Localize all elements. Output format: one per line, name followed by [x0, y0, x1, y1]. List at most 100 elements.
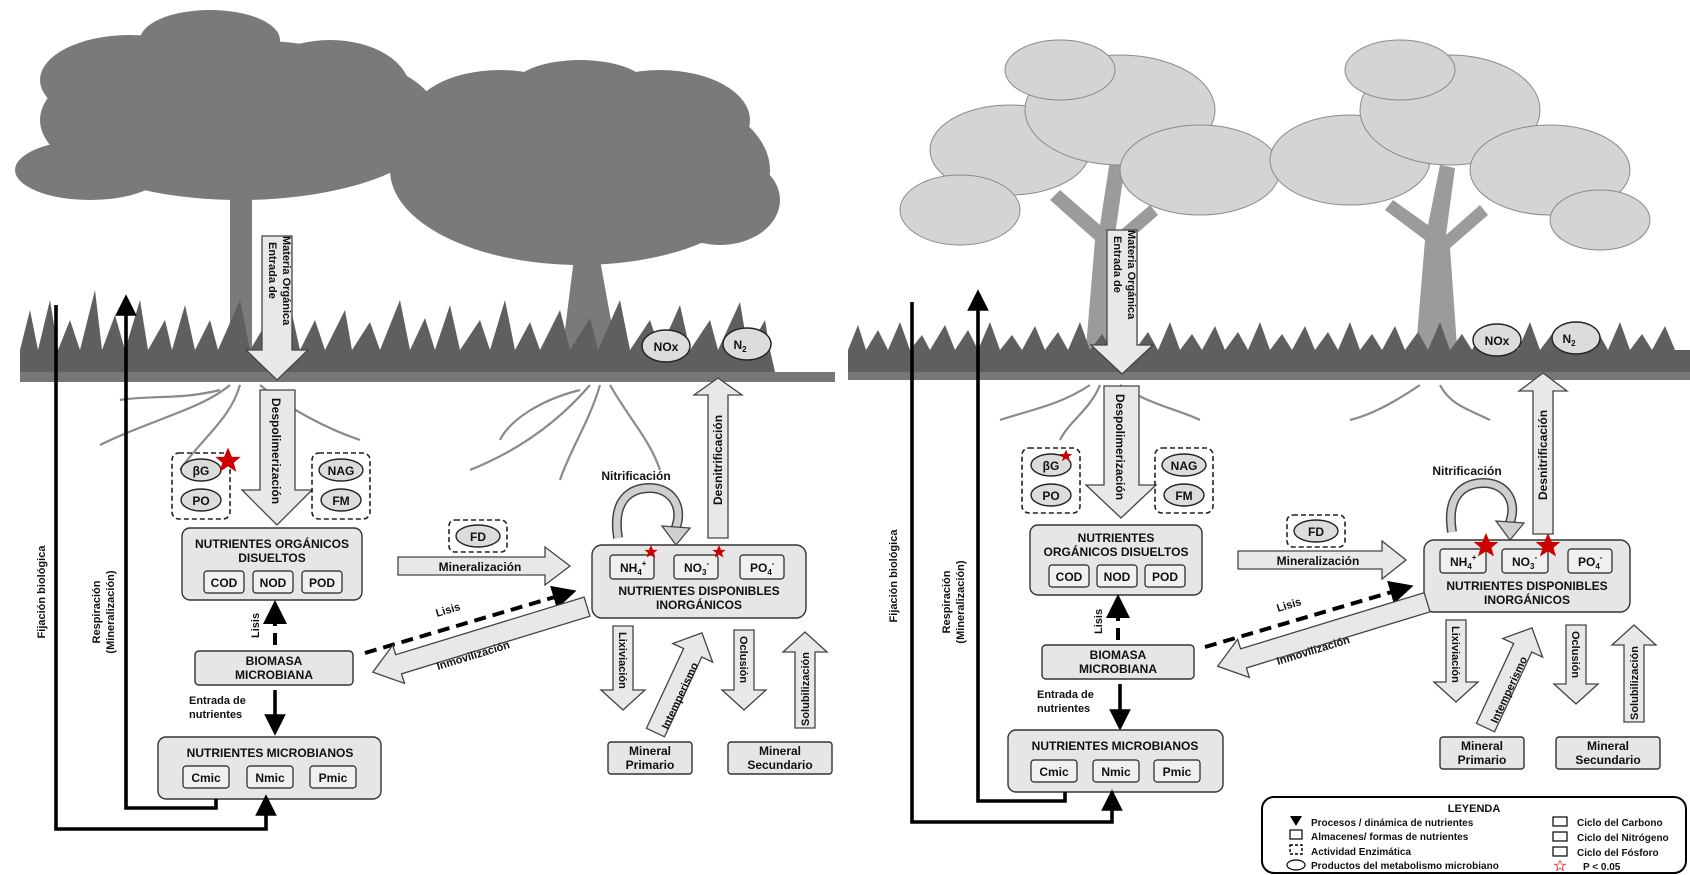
nitrification-arrow: Nitrificación — [1432, 464, 1526, 542]
svg-text:NOD: NOD — [1104, 570, 1131, 584]
nitrogen-cycle-icon — [1552, 831, 1568, 842]
svg-text:FD: FD — [470, 530, 486, 544]
roots — [999, 384, 1491, 441]
svg-text:Respiración: Respiración — [91, 580, 103, 643]
enzyme-group-right: NAG FM — [311, 452, 371, 520]
storage-box-icon — [1289, 829, 1303, 840]
legend-title: LEYENDA — [1448, 803, 1501, 815]
svg-text:(Mineralización): (Mineralización) — [105, 570, 117, 653]
po4-label: PO4- — [1578, 553, 1603, 571]
enzyme-box-icon — [1289, 844, 1303, 855]
svg-text:Nmic: Nmic — [255, 771, 285, 785]
svg-text:Entrada de: Entrada de — [1111, 236, 1123, 293]
nutrient-input-arrow: Entrada de nutrientes — [1037, 684, 1131, 731]
microbial-nutrients-box: NUTRIENTES MICROBIANOS Cmic Nmic Pmic — [1007, 729, 1224, 793]
grass-band — [20, 290, 835, 382]
enzyme-group-left: βG PO — [1021, 447, 1081, 514]
primary-mineral-box: Mineral Primario — [607, 741, 693, 775]
svg-text:NUTRIENTES MICROBIANOS: NUTRIENTES MICROBIANOS — [1032, 739, 1199, 753]
biological-fixation-flow: Fijación biológica — [36, 305, 277, 831]
svg-text:Solubilización: Solubilización — [1629, 646, 1641, 720]
organic-matter-input-arrow: Entrada de Materia Orgánica — [244, 235, 310, 381]
svg-text:Lisis: Lisis — [1093, 609, 1105, 634]
svg-text:DISUELTOS: DISUELTOS — [238, 551, 306, 565]
nox-label: NOx — [654, 340, 679, 354]
enzyme-po: PO — [192, 494, 209, 508]
dissolved-organic-nutrients-box: NUTRIENTES ORGÁNICOS DISUELTOS COD NOD P… — [181, 527, 363, 601]
svg-text:POD: POD — [1152, 570, 1178, 584]
enzyme-bg: βG — [1043, 459, 1060, 473]
svg-text:nutrientes: nutrientes — [189, 709, 242, 721]
enzyme-fd: FD — [448, 519, 508, 553]
svg-text:ORGÁNICOS DISUELTOS: ORGÁNICOS DISUELTOS — [1044, 544, 1189, 559]
enzyme-fd: FD — [1286, 514, 1346, 548]
solubilization-arrow: Solubilización — [781, 631, 829, 729]
svg-text:Productos del metabolismo micr: Productos del metabolismo microbiano — [1311, 861, 1499, 872]
svg-text:FD: FD — [1308, 525, 1324, 539]
no3-label: NO3- — [1512, 553, 1537, 571]
svg-text:MICROBIANA: MICROBIANA — [1079, 662, 1157, 676]
svg-text:Nitrificación: Nitrificación — [1432, 464, 1501, 478]
svg-text:Entrada de: Entrada de — [1037, 689, 1094, 701]
depolymerization-arrow: Despolimerización — [1084, 385, 1158, 519]
svg-text:Mineral: Mineral — [1587, 739, 1629, 753]
svg-text:Mineralización: Mineralización — [1277, 554, 1360, 568]
svg-text:Pmic: Pmic — [1163, 765, 1192, 779]
svg-text:P < 0.05: P < 0.05 — [1583, 862, 1621, 873]
svg-text:Lisis: Lisis — [434, 601, 461, 620]
svg-text:Respiración: Respiración — [941, 570, 953, 633]
tree-illustration-right — [1269, 39, 1651, 360]
svg-text:Primario: Primario — [1458, 753, 1507, 767]
svg-text:Mineral: Mineral — [1461, 739, 1503, 753]
n2-label: N2 — [733, 338, 747, 354]
significance-star — [215, 447, 241, 472]
phosphorus-cycle-icon — [1552, 846, 1568, 857]
svg-text:NUTRIENTES: NUTRIENTES — [1078, 531, 1155, 545]
lysis-vertical-arrow: Lisis — [1093, 594, 1130, 640]
enzyme-group-right: NAG FM — [1154, 447, 1214, 514]
organic-matter-input-arrow: Entrada de Materia Orgánica — [1089, 229, 1155, 375]
svg-text:Solubilización: Solubilización — [800, 652, 812, 726]
tree-silhouette-right — [390, 60, 780, 370]
occlusion-arrow: Oclusión — [720, 629, 768, 711]
leaching-arrow: Lixiviación — [599, 625, 647, 711]
svg-text:Oclusión: Oclusión — [737, 636, 749, 683]
weathering-arrow: Intemperismo — [1475, 627, 1544, 733]
svg-text:MICROBIANA: MICROBIANA — [235, 668, 313, 682]
svg-text:Despolimerización: Despolimerización — [1113, 394, 1127, 500]
no3-label: NO3- — [684, 559, 709, 577]
svg-text:Oclusión: Oclusión — [1569, 631, 1581, 678]
microbial-nutrients-box: NUTRIENTES MICROBIANOS Cmic Nmic Pmic — [157, 736, 382, 800]
nh4-label: NH4+ — [1450, 553, 1477, 571]
immobilization-arrow: Inmovilización — [371, 596, 591, 685]
svg-text:Ciclo del Nitrógeno: Ciclo del Nitrógeno — [1577, 833, 1669, 844]
svg-text:Primario: Primario — [626, 758, 675, 772]
mineralization-arrow: Mineralización — [397, 545, 572, 587]
svg-text:Entrada de: Entrada de — [189, 695, 246, 707]
svg-text:COD: COD — [211, 576, 238, 590]
tree-silhouette-left — [15, 10, 440, 380]
depolymerization-arrow: Despolimerización — [240, 389, 314, 526]
microbial-biomass-box: BIOMASA MICROBIANA — [1041, 644, 1195, 680]
svg-text:NOD: NOD — [260, 576, 287, 590]
mineralization-arrow: Mineralización — [1237, 539, 1408, 581]
grass-band — [848, 322, 1690, 380]
significance-star — [1059, 449, 1073, 462]
po4-label: PO4- — [750, 559, 775, 577]
enzyme-bg: βG — [193, 464, 210, 478]
svg-text:Ciclo del Carbono: Ciclo del Carbono — [1577, 818, 1663, 829]
enzyme-nag: NAG — [328, 464, 355, 478]
svg-text:Materia Orgánica: Materia Orgánica — [1125, 230, 1137, 320]
svg-text:Mineral: Mineral — [629, 744, 671, 758]
svg-text:INORGÁNICOS: INORGÁNICOS — [1484, 592, 1570, 607]
svg-text:Lisis: Lisis — [250, 613, 262, 638]
microbial-biomass-box: BIOMASA MICROBIANA — [194, 650, 354, 686]
gas-products: NOx N2 — [641, 327, 772, 363]
available-inorganic-nutrients-box: NH4+ NO3- PO4- NUTRIENTES DISPONIBLES IN… — [591, 544, 807, 619]
svg-text:Almacenes/ formas de nutriente: Almacenes/ formas de nutrientes — [1311, 832, 1469, 843]
svg-text:Procesos / dinámica de nutrien: Procesos / dinámica de nutrientes — [1311, 818, 1474, 829]
svg-text:Ciclo del Fósforo: Ciclo del Fósforo — [1577, 848, 1659, 859]
enzyme-fm: FM — [1175, 489, 1192, 503]
svg-text:INORGÁNICOS: INORGÁNICOS — [656, 597, 742, 612]
svg-text:Nitrificación: Nitrificación — [601, 469, 670, 483]
